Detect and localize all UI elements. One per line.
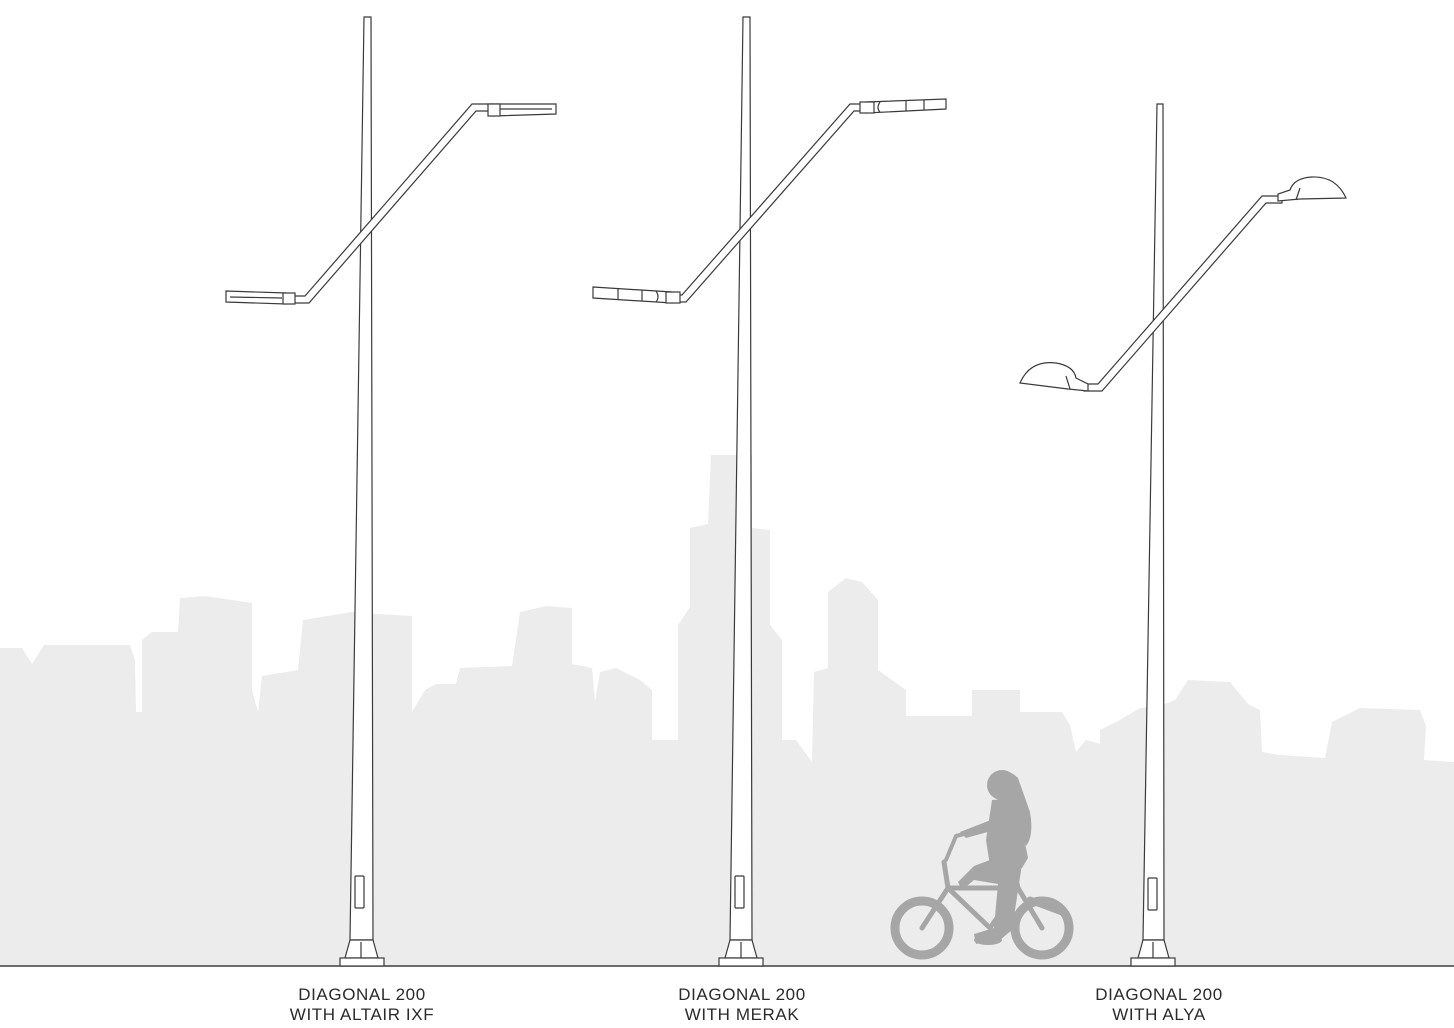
streetlight-pole-alya [1019, 103, 1347, 967]
streetlight-pole-merak [592, 16, 947, 967]
diagonal-arm [284, 103, 493, 304]
luminaire-altair-ixf-left [225, 290, 296, 305]
pole-base-plate [718, 957, 764, 967]
child-torso [986, 798, 1028, 868]
caption-pole-alya: DIAGONAL 200 WITH ALYA [1029, 985, 1289, 1025]
city-skyline-silhouette [0, 455, 1454, 965]
luminaire-merak-left [592, 286, 681, 304]
luminaire-alya-right [1277, 176, 1347, 202]
pole-shaft [1142, 103, 1165, 941]
pole-access-door [734, 875, 745, 909]
diagonal-arm [665, 103, 869, 303]
caption-pole-merak: DIAGONAL 200 WITH MERAK [612, 985, 872, 1025]
luminaire-alya-left [1019, 362, 1089, 392]
caption-model: DIAGONAL 200 [1095, 985, 1223, 1004]
caption-model: DIAGONAL 200 [298, 985, 426, 1004]
pole-access-door [1147, 877, 1158, 911]
diagonal-arm [1083, 195, 1283, 392]
pole-shaft [349, 16, 374, 941]
pole-base-plate [1130, 957, 1176, 967]
caption-luminaire: WITH ALTAIR IXF [289, 1005, 435, 1024]
luminaire-altair-ixf-right [487, 103, 557, 117]
caption-model: DIAGONAL 200 [678, 985, 806, 1004]
streetlight-pole-altair-ixf [225, 16, 557, 967]
child-shoe [974, 935, 1002, 945]
caption-luminaire: WITH MERAK [684, 1005, 800, 1024]
caption-pole-altair-ixf: DIAGONAL 200 WITH ALTAIR IXF [232, 985, 492, 1025]
pole-access-door [354, 875, 365, 909]
luminaire-merak-right [859, 98, 947, 114]
child-arm [960, 818, 1002, 838]
child-on-bicycle-silhouette [890, 770, 1074, 960]
caption-luminaire: WITH ALYA [1112, 1005, 1206, 1024]
bicycle-rear-wheel [890, 896, 954, 960]
pole-base-plate [339, 957, 385, 967]
child-leg [958, 860, 1022, 944]
